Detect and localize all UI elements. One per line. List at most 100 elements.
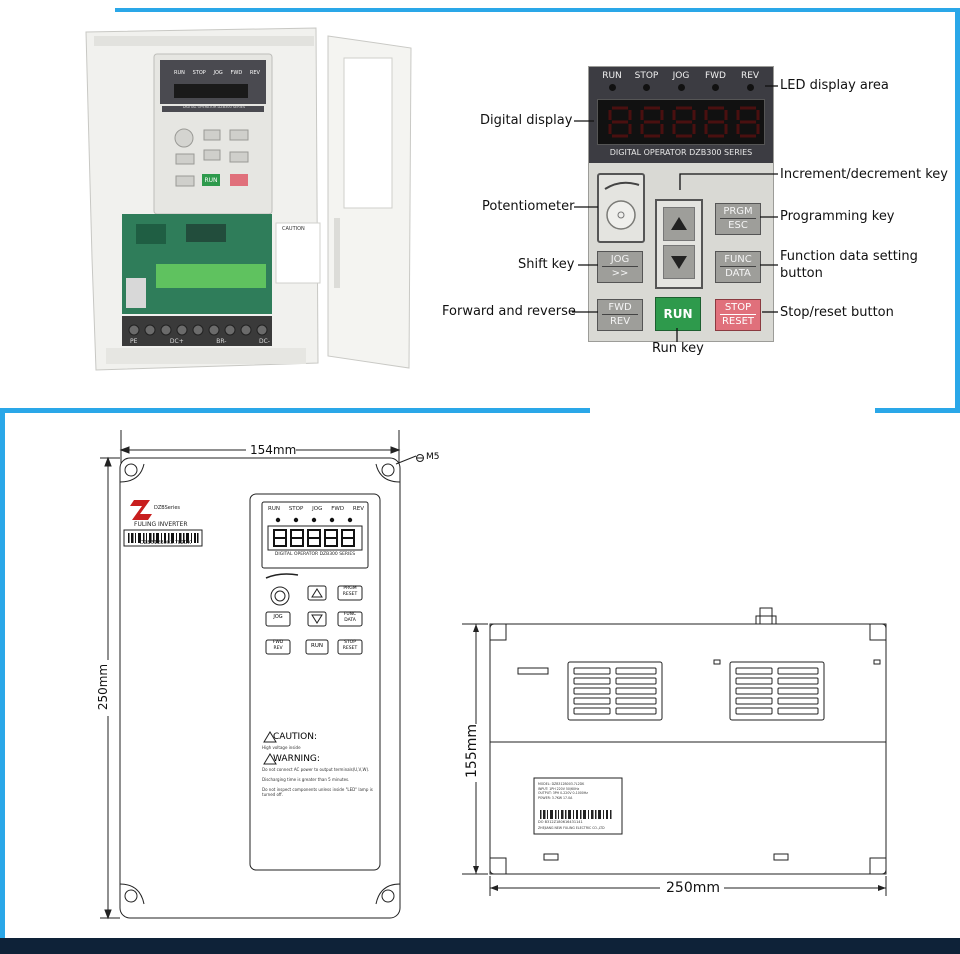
callout-increment-decrement: Increment/decrement key xyxy=(780,167,948,182)
front-display-caption: DIGITAL OPERATOR DZB300 SERIES xyxy=(274,552,356,557)
shift-label: >> xyxy=(611,268,629,279)
led-rev xyxy=(746,84,754,91)
front-warning-note-3: Do not inspect components unless inside … xyxy=(262,787,373,797)
led-run xyxy=(608,84,616,91)
front-height-dimension: 250mm xyxy=(96,663,110,711)
front-key-jog: JOG xyxy=(273,614,283,620)
side-nameplate-row-4: POWER: 3.7KW 17.0A xyxy=(538,795,573,800)
stop-reset-key[interactable]: STOP RESET xyxy=(715,299,761,331)
front-caution-note: High voltage inside xyxy=(262,745,301,750)
photo-led-stop: STOP xyxy=(192,70,206,76)
programming-key[interactable]: PRGM ESC xyxy=(715,203,761,235)
photo-caution: CAUTION xyxy=(282,226,305,232)
forward-reverse-key[interactable]: FWD REV xyxy=(597,299,643,331)
frame-top-line xyxy=(115,8,960,12)
shift-key[interactable]: JOG >> xyxy=(597,251,643,283)
front-prgm-top: PRGM xyxy=(343,586,357,591)
photo-led-labels: RUN STOP JOG FWD REV xyxy=(174,70,260,76)
arrow-up-icon xyxy=(671,217,687,230)
callout-stop-reset: Stop/reset button xyxy=(780,305,894,320)
led-fwd xyxy=(712,84,719,91)
side-drawing xyxy=(462,607,887,896)
frame-mid-line xyxy=(0,408,590,413)
run-label: RUN xyxy=(663,307,693,321)
callout-function-data-1: Function data setting xyxy=(780,249,918,264)
esc-label: ESC xyxy=(728,220,748,231)
arrow-down-icon xyxy=(671,256,687,269)
front-func-top: FUNC xyxy=(343,612,357,617)
front-fwd-bottom: REV xyxy=(273,646,283,651)
operator-panel: RUN STOP JOG FWD REV xyxy=(588,66,774,342)
front-led-rev: REV xyxy=(352,506,364,512)
led-label-run: RUN xyxy=(602,71,622,81)
front-fwd-top: FWD xyxy=(272,640,284,645)
photo-led-run: RUN xyxy=(174,70,185,76)
function-data-key[interactable]: FUNC DATA xyxy=(715,251,761,283)
side-height-dimension: 155mm xyxy=(464,724,480,778)
front-key-stop: STOP RESET xyxy=(338,640,362,652)
stop-label: STOP xyxy=(724,302,752,313)
side-nameplate-row-2: INPUT: 1PH 220V 50/60Hz xyxy=(538,786,580,791)
led-label-fwd: FWD xyxy=(704,71,726,81)
callout-function-data-2: button xyxy=(780,266,823,281)
mounting-hole-label: M5 xyxy=(426,452,440,462)
display-caption: DIGITAL OPERATOR DZB300 SERIES xyxy=(609,148,753,157)
fwd-label: FWD xyxy=(608,302,632,313)
front-led-fwd: FWD xyxy=(331,506,345,512)
side-nameplate-row-1: MODEL: DZB312B003.7L2DK xyxy=(538,782,585,786)
front-key-func: FUNC DATA xyxy=(338,612,362,624)
side-nameplate-company: ZHEJIANG NEW FULING ELECTRIC CO.,LTD xyxy=(538,826,605,830)
front-stop-bottom: RESET xyxy=(342,646,358,651)
frame-left-line xyxy=(0,408,5,953)
decrement-key[interactable] xyxy=(663,245,695,279)
callout-shift-key: Shift key xyxy=(518,257,575,272)
led-stop xyxy=(643,84,650,91)
photo-terminal-dcminus: DC- xyxy=(258,338,270,345)
func-label: FUNC xyxy=(724,254,752,265)
prgm-label: PRGM xyxy=(723,206,753,217)
front-warning-note-2: Discharging time is greater than 5 minut… xyxy=(262,777,350,782)
digital-display xyxy=(597,99,765,145)
led-label-jog: JOG xyxy=(672,71,690,81)
front-warning-notes: Do not connect AC power to output termin… xyxy=(262,767,374,797)
front-drawing xyxy=(100,430,424,920)
led-jog xyxy=(677,84,685,91)
increment-key[interactable] xyxy=(663,207,695,241)
callout-digital-display: Digital display xyxy=(480,113,573,128)
photo-terminal-labels: PE DC+ BR- DC- xyxy=(130,338,270,345)
side-nameplate-rows: MODEL: DZB312B003.7L2DK INPUT: 1PH 220V … xyxy=(538,782,622,800)
callout-potentiometer: Potentiometer xyxy=(482,199,575,214)
front-stop-top: STOP xyxy=(344,640,356,645)
front-led-labels: RUN STOP JOG FWD REV xyxy=(268,506,364,512)
photo-led-jog: JOG xyxy=(213,70,223,76)
front-warning-note-1: Do not connect AC power to output termin… xyxy=(262,767,370,772)
photo-led-fwd: FWD xyxy=(230,70,243,76)
increment-decrement-key[interactable] xyxy=(655,199,703,289)
callout-programming-key: Programming key xyxy=(780,209,895,224)
front-func-bottom: DATA xyxy=(344,618,356,623)
front-caution: CAUTION: xyxy=(273,732,318,742)
rev-label: REV xyxy=(609,316,631,327)
photo-terminal-dcplus: DC+ xyxy=(169,338,184,345)
front-series: DZBSeries xyxy=(154,505,180,511)
photo-caption: DIGITAL OPERATOR DZB300 SERIES xyxy=(182,105,246,109)
front-led-stop: STOP xyxy=(288,506,304,512)
front-led-jog: JOG xyxy=(312,506,323,512)
reset-label: RESET xyxy=(721,316,755,327)
photo-terminal-br: BR- xyxy=(216,338,227,345)
fuling-logo-icon xyxy=(130,500,152,520)
photo-led-rev: REV xyxy=(249,70,260,76)
side-nameplate-serial: DO B312Z180616431141 xyxy=(538,820,583,824)
data-label: DATA xyxy=(725,268,751,279)
frame-right-line xyxy=(955,8,960,413)
inverter-photo: RUN STOP JOG FWD REV DIGITAL OPERATOR DZ… xyxy=(66,18,416,380)
side-width-dimension: 250mm xyxy=(666,880,720,896)
side-nameplate-row-3: OUTPUT: 3PH 0-220V 0-1000Hz xyxy=(538,791,588,795)
front-warning: WARNING: xyxy=(273,754,320,764)
frame-bottom-bar xyxy=(0,938,960,954)
potentiometer[interactable] xyxy=(597,173,645,243)
front-led-run: RUN xyxy=(268,506,280,512)
jog-label: JOG xyxy=(610,254,630,265)
run-key[interactable]: RUN xyxy=(655,297,701,331)
front-barcode-text: DZB312B003.7L2DK xyxy=(140,540,192,546)
